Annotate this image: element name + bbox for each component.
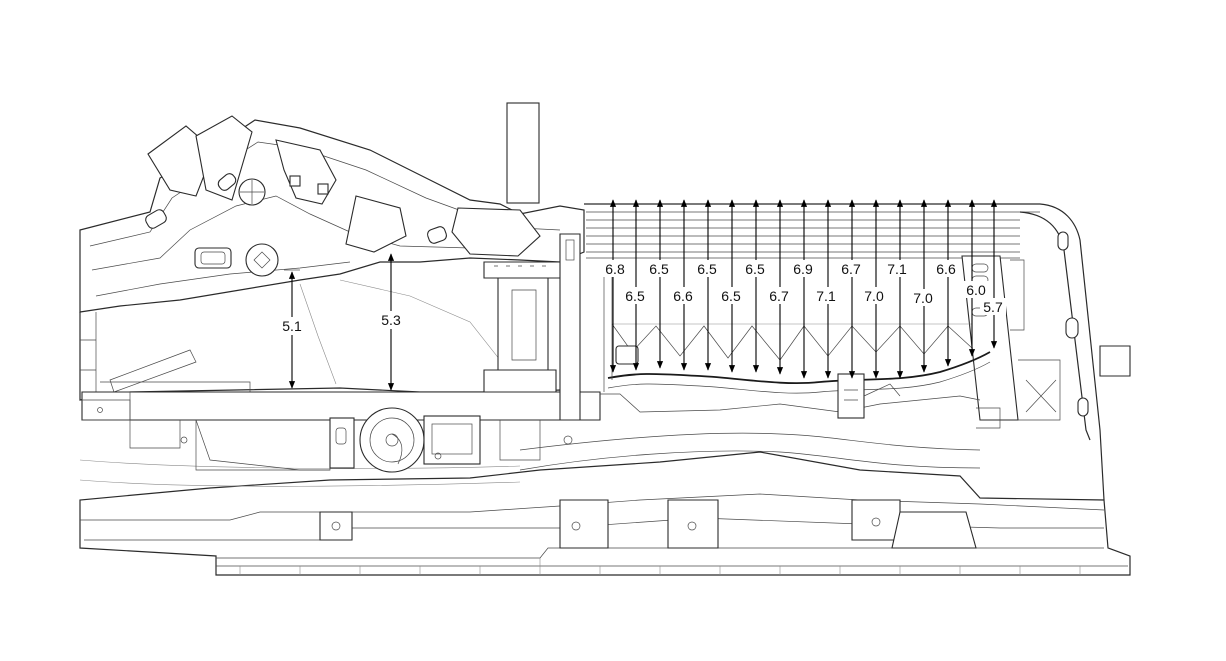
dimension-label: 6.8	[605, 261, 625, 277]
dimension-label: 6.5	[697, 261, 717, 277]
dimension-annotations: 5.1 5.3	[278, 199, 1006, 391]
left-seat-area	[79, 233, 601, 473]
dimension-label: 7.1	[816, 288, 836, 304]
dimension-label: 6.0	[966, 282, 986, 298]
left-pillar-assembly	[79, 102, 585, 313]
dimension-label: 6.6	[936, 261, 956, 277]
dimension-label: 6.6	[673, 288, 693, 304]
dimension-left-b: 5.3	[377, 253, 405, 391]
dimension-label: 5.3	[381, 312, 401, 328]
dimension-label: 6.5	[745, 261, 765, 277]
dimension-label: 5.1	[282, 318, 302, 334]
underbody-structure	[79, 432, 1131, 576]
dimension-label: 5.7	[983, 299, 1003, 315]
dimension-upper-arrows	[609, 199, 952, 379]
dimension-label: 6.5	[721, 288, 741, 304]
dimension-label: 6.9	[793, 261, 813, 277]
dimension-label: 7.0	[864, 288, 884, 304]
dimension-label: 6.5	[625, 288, 645, 304]
dimension-label: 6.5	[649, 261, 669, 277]
dimension-label: 7.0	[913, 290, 933, 306]
dimension-label: 7.1	[887, 261, 907, 277]
dimension-left-a: 5.1	[278, 269, 306, 389]
dimension-label: 6.7	[769, 288, 789, 304]
cell-stack	[584, 203, 1131, 501]
dimension-label: 6.7	[841, 261, 861, 277]
